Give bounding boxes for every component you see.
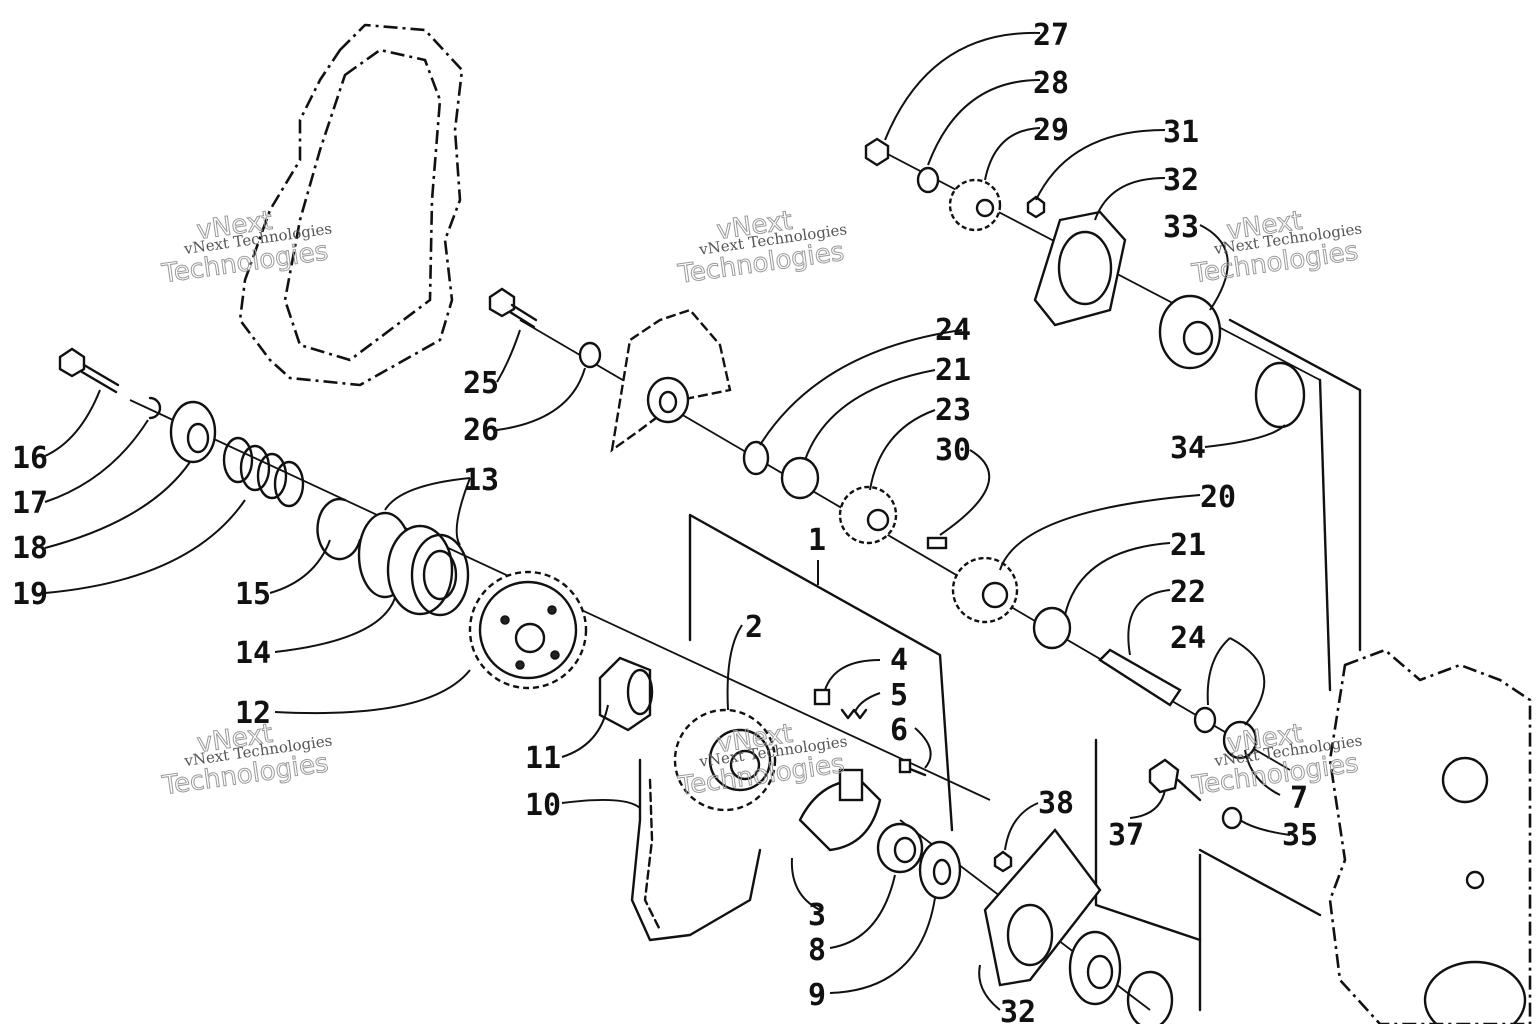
part-29-sprocket bbox=[948, 178, 1002, 232]
watermark-bottom-left: vNext Technologies vNext Technologies bbox=[159, 718, 333, 802]
label-14: 14 bbox=[235, 636, 271, 671]
label-21-lower: 21 bbox=[1170, 528, 1206, 563]
housing-bearing-seat bbox=[1423, 960, 1527, 1024]
label-8: 8 bbox=[808, 933, 826, 968]
part-32-flange-lower bbox=[983, 828, 1102, 987]
label-22: 22 bbox=[1170, 575, 1206, 610]
label-30: 30 bbox=[935, 433, 971, 468]
part-30-pin bbox=[926, 536, 948, 550]
watermark-top-center: vNext Technologies vNext Technologies bbox=[675, 205, 848, 290]
label-17: 17 bbox=[12, 486, 48, 521]
part-15-snap-ring bbox=[316, 497, 362, 561]
label-4: 4 bbox=[890, 643, 908, 678]
part-19-spring bbox=[222, 436, 305, 508]
part-2-gear bbox=[673, 708, 777, 812]
label-7: 7 bbox=[1290, 781, 1308, 816]
part-25-bolt bbox=[488, 287, 538, 329]
chaincase-cover-inner bbox=[283, 48, 442, 362]
label-34: 34 bbox=[1170, 431, 1206, 466]
label-23: 23 bbox=[935, 393, 971, 428]
label-15: 15 bbox=[235, 577, 271, 612]
frame-bracket bbox=[610, 308, 732, 453]
watermark-top-left: vNext Technologies vNext Technologies bbox=[159, 205, 333, 290]
part-11-hub bbox=[598, 656, 654, 732]
part-21-spacer bbox=[780, 456, 820, 500]
part-22-shaft bbox=[1098, 648, 1182, 707]
part-24-washer bbox=[742, 440, 770, 476]
label-3: 3 bbox=[808, 898, 826, 933]
label-19: 19 bbox=[12, 577, 48, 612]
label-26: 26 bbox=[463, 413, 499, 448]
part-8-bearing bbox=[876, 822, 924, 874]
lower-bearing bbox=[1068, 930, 1122, 1006]
label-9: 9 bbox=[808, 978, 826, 1013]
label-33: 33 bbox=[1163, 210, 1199, 245]
part-31-nut bbox=[1026, 195, 1046, 219]
part-32-flange-upper bbox=[1033, 210, 1127, 327]
chaincase-cover bbox=[238, 23, 464, 387]
part-27-nut bbox=[864, 137, 890, 167]
label-13: 13 bbox=[463, 463, 499, 498]
label-18: 18 bbox=[12, 531, 48, 566]
housing-bolt-hole bbox=[1465, 870, 1485, 890]
part-24-washer-lower-b bbox=[1222, 720, 1258, 760]
label-11: 11 bbox=[525, 741, 561, 776]
label-6: 6 bbox=[890, 713, 908, 748]
part-4-nut bbox=[813, 688, 831, 706]
part-38-nut bbox=[993, 850, 1013, 873]
part-26-washer bbox=[578, 341, 602, 369]
part-18-cap bbox=[169, 400, 217, 464]
label-27: 27 bbox=[1033, 18, 1069, 53]
part-28-washer bbox=[916, 166, 940, 194]
part-34-ring bbox=[1254, 361, 1306, 429]
watermark-bottom-right: vNext Technologies vNext Technologies bbox=[1189, 718, 1363, 802]
part-23-sprocket bbox=[838, 485, 898, 545]
part-37-adjuster-bolt bbox=[1148, 758, 1202, 802]
part-3-tensioner bbox=[798, 768, 882, 852]
label-21-upper: 21 bbox=[935, 353, 971, 388]
part-21-spacer-lower bbox=[1032, 606, 1072, 650]
part-17-clip bbox=[148, 396, 162, 420]
label-32-lower: 32 bbox=[1000, 995, 1036, 1024]
label-37: 37 bbox=[1108, 818, 1144, 853]
leader-lines bbox=[44, 31, 1291, 1011]
chaincase-housing bbox=[1328, 648, 1532, 1024]
label-28: 28 bbox=[1033, 66, 1069, 101]
label-29: 29 bbox=[1033, 113, 1069, 148]
label-5: 5 bbox=[890, 678, 908, 713]
label-31: 31 bbox=[1163, 115, 1199, 150]
part-10-chain bbox=[630, 758, 762, 942]
watermark-top-right: vNext Technologies vNext Technologies bbox=[1189, 205, 1363, 290]
part-33-bearing bbox=[1158, 294, 1222, 370]
part-14-bearing bbox=[357, 511, 470, 617]
label-24-lower: 24 bbox=[1170, 621, 1206, 656]
label-25: 25 bbox=[463, 366, 499, 401]
label-32-upper: 32 bbox=[1163, 163, 1199, 198]
label-1: 1 bbox=[808, 523, 826, 558]
part-12-sprocket bbox=[468, 570, 588, 690]
label-38: 38 bbox=[1038, 786, 1074, 821]
label-24-upper: 24 bbox=[935, 313, 971, 348]
lower-ring bbox=[1126, 970, 1174, 1024]
label-10: 10 bbox=[525, 788, 561, 823]
label-20: 20 bbox=[1200, 480, 1236, 515]
part-20-sprocket bbox=[951, 556, 1019, 624]
label-2: 2 bbox=[745, 610, 763, 645]
part-35-washer bbox=[1221, 806, 1243, 830]
part-9-washer bbox=[918, 840, 962, 900]
part-5-spring bbox=[840, 708, 868, 720]
part-16-bolt bbox=[58, 347, 120, 394]
housing-bore bbox=[1441, 756, 1489, 804]
label-12: 12 bbox=[235, 696, 271, 731]
label-35: 35 bbox=[1282, 818, 1318, 853]
chassis-bracket bbox=[688, 318, 1362, 1012]
part-24-washer-lower-a bbox=[1193, 706, 1217, 734]
label-16: 16 bbox=[12, 441, 48, 476]
part-6-bolt bbox=[898, 758, 927, 777]
